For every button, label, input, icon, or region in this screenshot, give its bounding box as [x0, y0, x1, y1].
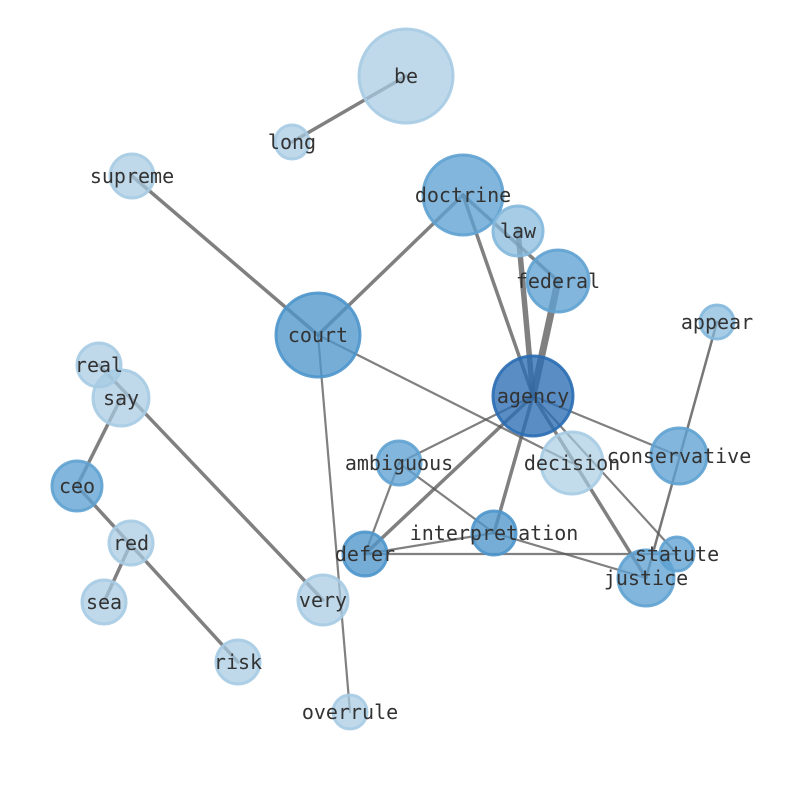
node-court — [274, 291, 362, 379]
edge-ceo-risk — [75, 484, 240, 664]
node-decision — [539, 430, 605, 496]
node-layer — [50, 27, 736, 731]
node-label-federal: federal — [516, 269, 600, 293]
node-doctrine — [421, 153, 505, 237]
node-label-ceo: ceo — [59, 474, 95, 498]
node-label-overrule: overrule — [302, 700, 398, 724]
node-label-conservative: conservative — [607, 444, 752, 468]
node-label-real: real — [75, 353, 123, 377]
node-be — [357, 27, 455, 125]
node-red — [107, 519, 155, 567]
node-agency — [491, 354, 575, 438]
node-overrule — [331, 693, 369, 731]
node-label-decision: decision — [524, 451, 620, 475]
node-say — [91, 368, 151, 428]
node-label-be: be — [394, 64, 418, 88]
node-ceo — [50, 459, 104, 513]
node-label-interpretation: interpretation — [410, 521, 579, 545]
node-label-defer: defer — [335, 542, 395, 566]
node-sea — [80, 578, 128, 626]
node-label-sea: sea — [86, 590, 122, 614]
node-defer — [341, 530, 389, 578]
label-layer: be long supreme doctrine law federal appear cou… — [59, 64, 753, 724]
node-label-red: red — [113, 531, 149, 555]
edge-court-decision — [316, 333, 574, 465]
node-federal — [525, 248, 591, 314]
node-label-appear: appear — [681, 310, 753, 334]
node-label-court: court — [288, 323, 348, 347]
edge-court-overrule — [316, 333, 352, 714]
node-justice — [616, 548, 676, 608]
node-label-agency: agency — [497, 384, 569, 408]
node-interpretation — [470, 509, 518, 557]
node-ambiguous — [375, 439, 423, 487]
node-very — [296, 573, 350, 627]
node-long — [273, 123, 311, 161]
node-label-supreme: supreme — [90, 164, 174, 188]
node-law — [491, 204, 545, 258]
node-label-risk: risk — [214, 650, 262, 674]
node-label-justice: justice — [604, 566, 688, 590]
node-conservative — [649, 426, 709, 486]
node-risk — [214, 638, 262, 686]
node-label-very: very — [299, 588, 347, 612]
node-label-law: law — [500, 219, 537, 243]
node-label-statute: statute — [635, 542, 719, 566]
node-label-ambiguous: ambiguous — [345, 451, 453, 475]
node-supreme — [108, 152, 156, 200]
node-label-long: long — [268, 130, 316, 154]
node-label-doctrine: doctrine — [415, 183, 511, 207]
node-appear — [698, 303, 736, 341]
node-label-say: say — [103, 386, 139, 410]
